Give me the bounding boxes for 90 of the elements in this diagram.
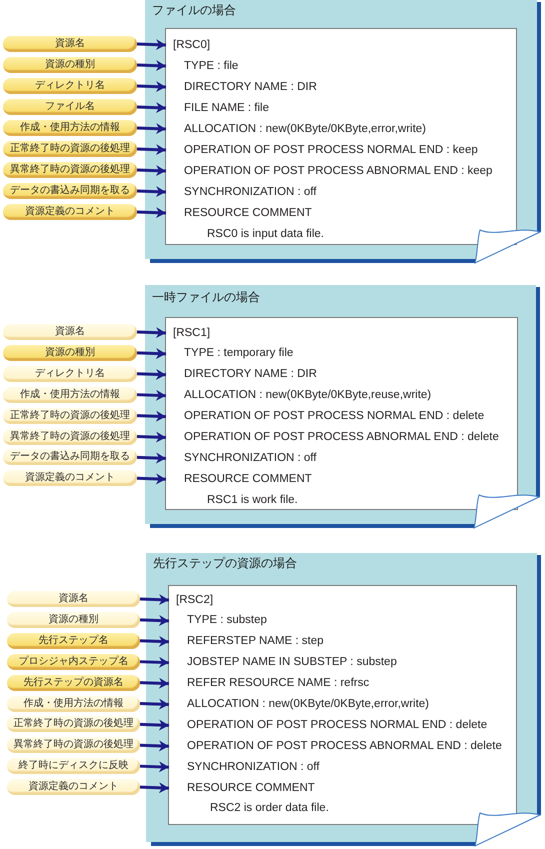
definition-line: OPERATION OF POST PROCESS ABNORMAL END : delete: [184, 430, 499, 445]
label-pill: プロシジャ内ステップ名: [7, 654, 140, 670]
definition-line: OPERATION OF POST PROCESS NORMAL END : delete: [187, 718, 488, 733]
arrow: [136, 165, 166, 176]
definition-line: ALLOCATION : new(0KByte/0KByte,reuse,write): [184, 388, 432, 404]
definition-line: REFER RESOURCE NAME : refrsc: [187, 676, 370, 692]
arrow: [136, 368, 166, 380]
label-pill: 資源の種別: [7, 612, 140, 628]
arrow: [136, 60, 166, 72]
label-pill: 正常終了時の資源の後処理: [3, 141, 137, 157]
definition-line: [RSC1]: [173, 326, 210, 340]
definition-line: DIRECTORY NAME : DIR: [184, 80, 317, 94]
label-pill: 資源定義のコメント: [7, 779, 140, 796]
arrow: [140, 594, 170, 606]
label-pill: 資源の種別: [3, 344, 137, 361]
label-pill: 資源名: [7, 591, 140, 607]
comment-text: RSC0 is input data file.: [207, 226, 324, 242]
arrow: [136, 207, 166, 218]
document-box: [168, 585, 517, 825]
comment-text: RSC2 is order data file.: [210, 801, 329, 816]
definition-line: [RSC0]: [173, 38, 210, 52]
arrow: [136, 144, 166, 156]
label-pill: データの書込み同期を取る: [3, 183, 137, 199]
definition-line: ALLOCATION : new(0KByte/0KByte,error,write): [187, 697, 430, 712]
label-pill: 先行ステップ名: [7, 632, 140, 649]
definition-line: DIRECTORY NAME : DIR: [184, 367, 317, 382]
label-pill: 資源名: [3, 324, 137, 340]
panel-title: ファイルの場合: [152, 2, 236, 18]
label-pill: 異常終了時の資源の後処理: [3, 428, 137, 444]
label-pill: 先行ステップの資源名: [7, 674, 140, 691]
definition-line: OPERATION OF POST PROCESS NORMAL END : delete: [184, 409, 484, 424]
arrow: [136, 390, 166, 401]
definition-line: REFERSTEP NAME : step: [187, 634, 324, 650]
arrow: [136, 327, 166, 338]
label-pill: 異常終了時の資源の後処理: [3, 162, 137, 178]
definition-line: FILE NAME : file: [184, 100, 269, 116]
panel-title: 一時ファイルの場合: [152, 289, 260, 305]
label-pill: 作成・使用方法の情報: [3, 386, 137, 403]
definition-line: RESOURCE COMMENT: [187, 780, 315, 796]
definition-line: OPERATION OF POST PROCESS NORMAL END : keep: [184, 142, 478, 158]
label-pill: 異常終了時の資源の後処理: [7, 737, 140, 754]
comment-text: RSC1 is work file.: [207, 492, 298, 508]
arrow: [140, 615, 170, 626]
label-pill: 資源定義のコメント: [3, 204, 137, 220]
definition-line: TYPE : file: [184, 58, 238, 74]
definition-line: RESOURCE COMMENT: [184, 206, 312, 220]
label-pill: ファイル名: [3, 99, 137, 115]
label-pill: 終了時にディスクに反映: [7, 758, 140, 774]
arrow: [136, 410, 166, 422]
arrow: [140, 782, 170, 794]
definition-line: SYNCHRONIZATION : off: [184, 184, 316, 200]
panel-title: 先行ステップの資源の場合: [153, 555, 297, 571]
definition-line: OPERATION OF POST PROCESS ABNORMAL END : keep: [184, 164, 492, 178]
label-pill: データの書込み同期を取る: [3, 449, 137, 466]
arrow: [136, 452, 166, 464]
label-pill: 資源名: [3, 36, 137, 52]
arrow: [136, 102, 166, 114]
arrow: [140, 678, 170, 689]
definition-line: OPERATION OF POST PROCESS ABNORMAL END : delete: [187, 738, 502, 754]
document-box: [165, 317, 518, 510]
definition-line: JOBSTEP NAME IN SUBSTEP : substep: [187, 655, 397, 670]
arrow: [140, 761, 170, 772]
label-pill: ディレクトリ名: [3, 78, 137, 94]
definition-line: TYPE : temporary file: [184, 346, 294, 362]
label-pill: 資源定義のコメント: [3, 470, 137, 486]
arrow: [136, 473, 166, 484]
arrow: [136, 123, 166, 134]
arrow: [140, 720, 170, 731]
arrow: [140, 698, 170, 710]
arrow: [136, 39, 166, 50]
arrow: [136, 186, 166, 198]
arrow: [140, 656, 170, 668]
label-pill: 作成・使用方法の情報: [3, 120, 137, 136]
label-pill: 正常終了時の資源の後処理: [7, 716, 140, 732]
definition-line: SYNCHRONIZATION : off: [184, 450, 316, 466]
arrow: [140, 636, 170, 647]
definition-line: [RSC2]: [176, 592, 214, 608]
document-box: [165, 28, 517, 245]
label-pill: 作成・使用方法の情報: [7, 696, 140, 712]
label-pill: ディレクトリ名: [3, 366, 137, 382]
arrow: [136, 432, 166, 443]
definition-line: RESOURCE COMMENT: [184, 472, 312, 487]
definition-line: SYNCHRONIZATION : off: [187, 760, 320, 775]
arrow: [136, 81, 166, 92]
label-pill: 正常終了時の資源の後処理: [3, 408, 137, 424]
label-pill: 資源の種別: [3, 57, 137, 73]
arrow: [136, 348, 166, 360]
definition-line: TYPE : substep: [187, 613, 267, 628]
arrow: [140, 740, 170, 752]
definition-line: ALLOCATION : new(0KByte/0KByte,error,write): [184, 122, 426, 136]
